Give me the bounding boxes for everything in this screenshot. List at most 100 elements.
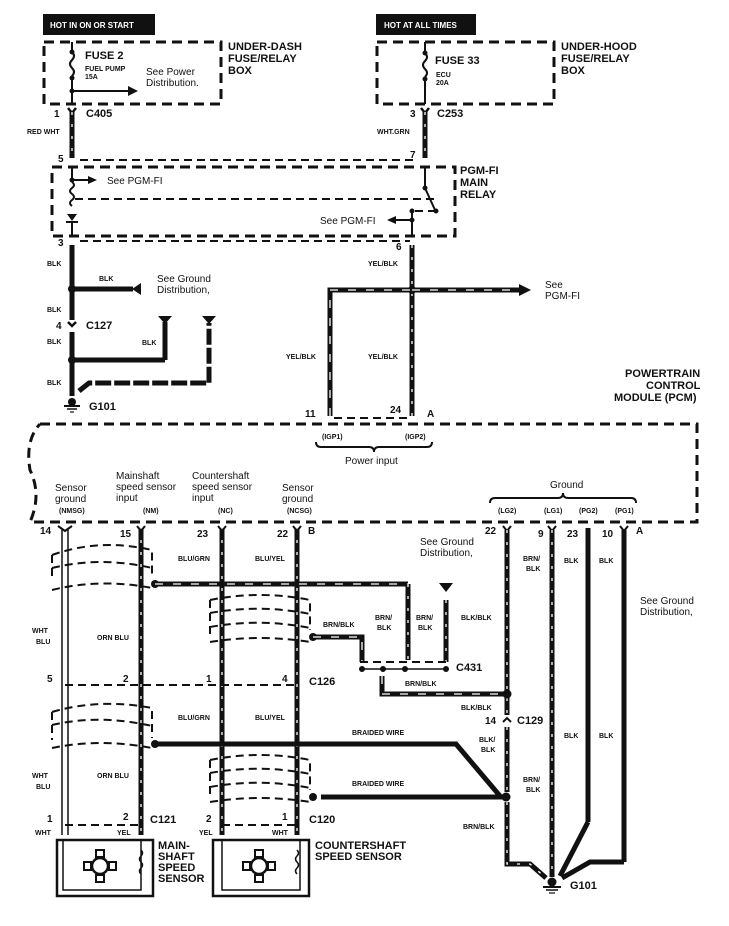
fuse-2-desc: FUEL PUMP xyxy=(85,66,126,73)
pcm-label-2: CONTROL xyxy=(646,380,701,392)
see-ground-distribution-2a: See Ground xyxy=(420,537,474,548)
yel-label-1: YEL xyxy=(117,830,131,837)
fuse-33-label: FUSE 33 xyxy=(435,55,480,67)
countershaft-sensor-label-2: SPEED SENSOR xyxy=(315,851,402,863)
blu-yel-label-2: BLU/YEL xyxy=(255,715,286,722)
fuse-2-label: FUSE 2 xyxy=(85,50,124,62)
input-label-nc-3: input xyxy=(192,493,214,504)
wht-label-1b: BLU xyxy=(36,639,50,646)
under-dash-box-label-1: UNDER-DASH xyxy=(228,41,302,53)
c121-pin-1: 1 xyxy=(47,814,53,825)
ncsg-terminal: (NCSG) xyxy=(287,508,312,515)
shield-upper-counter xyxy=(209,594,317,643)
under-dash-fuse-box xyxy=(42,40,223,106)
sensor-rotor-icon xyxy=(242,849,276,883)
hot-in-on-or-start-label: HOT IN ON OR START xyxy=(50,21,134,30)
pcm-pin-24: 24 xyxy=(390,405,402,416)
pcm-label-1: POWERTRAIN xyxy=(625,368,700,380)
blk-pg1-label-1: BLK xyxy=(599,558,613,565)
orn-blu-label-2: ORN BLU xyxy=(97,773,129,780)
blu-grn-label-2: BLU/GRN xyxy=(178,715,210,722)
see-pgm-fi-1: See PGM-FI xyxy=(107,176,163,187)
input-label-nmsg-1: Sensor xyxy=(55,483,87,494)
power-feed: YEL/BLK See PGM-FI YEL/BLK YEL/BLK 11 24… xyxy=(286,245,580,467)
fuse-2-rating: 15A xyxy=(85,74,98,81)
relay-label-2: MAIN xyxy=(460,177,488,189)
ground-symbol-icon xyxy=(64,398,80,413)
blk-blk-split-label-b: BLK xyxy=(481,747,495,754)
input-label-nmsg-2: ground xyxy=(55,494,86,505)
pcm-connector-a-top: A xyxy=(427,409,434,420)
brn-blk-label-2: BRN/BLK xyxy=(405,681,437,688)
brn-blk-split-label-1b: BLK xyxy=(377,625,391,632)
sensor-coil-icon xyxy=(138,849,144,875)
lg1-terminal: (LG1) xyxy=(544,508,562,515)
shield-lower-counter xyxy=(209,754,317,803)
see-pgm-fi-2: See PGM-FI xyxy=(320,216,376,227)
blk-wire-label-3: BLK xyxy=(47,307,61,314)
c126-label: C126 xyxy=(309,676,335,688)
input-label-ncsg-1: Sensor xyxy=(282,483,314,494)
brn-blk-lg1-label-d: BLK xyxy=(526,787,540,794)
blk-blk-label-2: BLK/BLK xyxy=(461,705,492,712)
igp2-terminal: (IGP2) xyxy=(405,434,426,441)
hot-at-all-times-header xyxy=(376,14,476,35)
blk-wire-label-6: BLK xyxy=(47,380,61,387)
orn-blu-label-1: ORN BLU xyxy=(97,635,129,642)
input-label-nc-1: Countershaft xyxy=(192,471,249,482)
pin-22: 22 xyxy=(277,529,289,540)
wht-label-3: WHT xyxy=(35,830,52,837)
under-hood-box-label-2: FUSE/RELAY xyxy=(561,53,630,65)
under-hood-box-label-1: UNDER-HOOD xyxy=(561,41,637,53)
mainshaft-sensor-label-1: MAIN- xyxy=(158,840,190,852)
see-power-distribution-2: Distribution. xyxy=(146,78,199,89)
blk-wire-label-1: BLK xyxy=(47,261,61,268)
mainshaft-sensor-label-2: SHAFT xyxy=(158,851,195,863)
ground-branch: BLK BLK See Ground Distribution, BLK 4 C… xyxy=(47,245,216,413)
countershaft-speed-sensor: COUNTERSHAFT SPEED SENSOR xyxy=(211,838,406,898)
c405-pin: 1 xyxy=(54,109,60,120)
hot-at-all-times-label: HOT AT ALL TIMES xyxy=(384,21,458,30)
pin-15: 15 xyxy=(120,529,132,540)
under-hood-box-label-3: BOX xyxy=(561,65,586,77)
yel-blk-left-label: YEL/BLK xyxy=(286,354,316,361)
pin-9-lg1: 9 xyxy=(538,529,544,540)
fuse-33-desc: ECU xyxy=(436,72,451,79)
pin-10-pg1: 10 xyxy=(602,529,614,540)
see-pgm-fi-3a: See xyxy=(545,280,563,291)
connector-b: B xyxy=(308,526,315,537)
sensor-wires: BLU/GRN BLU/YEL BRN/BLK BRN/ BLK BRN/ BL… xyxy=(32,525,505,837)
yel-blk-right-label: YEL/BLK xyxy=(368,354,398,361)
input-label-nm-1: Mainshaft xyxy=(116,471,160,482)
blk-wire-label-2: BLK xyxy=(99,276,113,283)
relay-coil-icon xyxy=(69,181,75,207)
under-dash-box-label-2: FUSE/RELAY xyxy=(228,53,297,65)
power-source-under-hood: HOT AT ALL TIMES UNDER-HOOD FUSE/RELAY B… xyxy=(375,14,637,158)
pcm-label-3: MODULE (PCM) xyxy=(614,392,697,404)
c127-connector-icon xyxy=(67,321,77,328)
c253-pin: 3 xyxy=(410,109,416,120)
brn-blk-label-3: BRN/BLK xyxy=(463,824,495,831)
ground-group-label: Ground xyxy=(550,480,583,491)
ground-brace xyxy=(489,492,637,504)
c120-label: C120 xyxy=(309,814,335,826)
countershaft-sensor-label-1: COUNTERSHAFT xyxy=(315,840,406,852)
sensor-coil-icon xyxy=(294,849,300,875)
c120-pin-1: 1 xyxy=(282,812,288,823)
arrow-right-icon xyxy=(88,176,97,184)
see-ground-distribution-1a: See Ground xyxy=(157,274,211,285)
relay-pin-5: 5 xyxy=(58,154,64,165)
pcm-ground-wires: BLK/BLK 14 C129 BLK/ BLK BRN/BLK BRN/ BL… xyxy=(461,525,694,894)
brn-blk-lg1-label-c: BRN/ xyxy=(523,777,540,784)
yel-label-2: YEL xyxy=(199,830,213,837)
blk-blk-label-1: BLK/BLK xyxy=(461,615,492,622)
mainshaft-sensor-label-4: SENSOR xyxy=(158,873,205,885)
pin-23-pg2: 23 xyxy=(567,529,579,540)
sensor-rotor-icon xyxy=(83,849,117,883)
pin-14: 14 xyxy=(40,526,52,537)
yel-blk-wire-label: YEL/BLK xyxy=(368,261,398,268)
brn-blk-lg1-label-a: BRN/ xyxy=(523,556,540,563)
pcm-module: POWERTRAIN CONTROL MODULE (PCM) Sensor g… xyxy=(27,368,701,524)
lg2-terminal: (LG2) xyxy=(498,508,516,515)
